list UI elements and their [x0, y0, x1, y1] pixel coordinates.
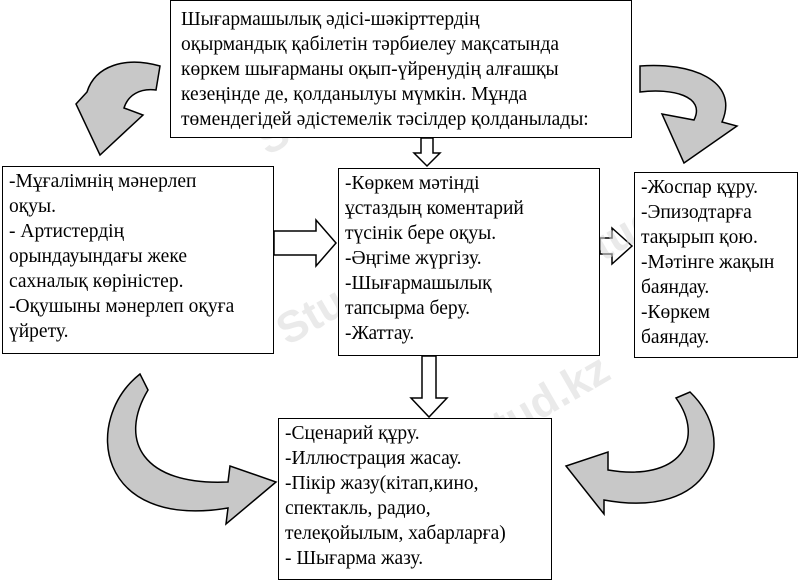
intro-line: көркем шығарманы оқып-үйренудің алғашқы	[181, 59, 559, 80]
curved-arrow-top-to-left	[75, 61, 161, 157]
center-methods-box: -Көркем мәтінді ұстаздың коментарий түсі…	[338, 168, 600, 356]
bottom-methods-box: -Сценарий құру. -Иллюстрация жасау. -Пік…	[278, 418, 552, 580]
left-line: үйрету.	[9, 321, 69, 342]
center-line: -Жаттау.	[345, 323, 415, 344]
right-line: -Көркем	[641, 302, 710, 323]
left-line: сахналық көріністер.	[9, 271, 184, 292]
center-line: -Әңгіме жүргізу.	[345, 248, 482, 269]
center-line: түсінік бере оқуы.	[345, 223, 497, 244]
right-line: -Эпизодтарға	[641, 202, 752, 223]
left-line: -Оқушыны мәнерлеп оқуға	[9, 296, 235, 317]
left-line: орындауындағы жеке	[9, 246, 187, 267]
left-line: - Артистердің	[9, 221, 125, 242]
right-methods-box: -Жоспар құру. -Эпизодтарға тақырып қою. …	[634, 172, 798, 358]
bottom-line: - Шығарма жазу.	[285, 548, 424, 569]
down-arrow-top-to-center	[412, 137, 442, 168]
down-arrow-center-to-bottom	[409, 355, 449, 419]
center-line: тапсырма беру.	[345, 298, 471, 319]
curved-arrow-top-to-right	[639, 64, 739, 165]
right-line: тақырып қою.	[641, 227, 758, 248]
bottom-line: спектакль, радио,	[285, 498, 431, 519]
left-line: -Мұғалімнің мәнерлеп	[9, 171, 197, 192]
right-arrow-left-to-center	[273, 217, 337, 269]
bottom-line: -Пікір жазу(кітап,кино,	[285, 473, 479, 494]
bottom-line: -Иллюстрация жасау.	[285, 448, 462, 469]
intro-line: оқырмандық қабілетін тәрбиелеу мақсатынд…	[181, 34, 560, 55]
right-line: баяндау.	[641, 277, 710, 298]
intro-text-box: Шығармашылық әдісі-шәкірттердің оқырманд…	[170, 0, 632, 138]
right-line: -Жоспар құру.	[641, 177, 758, 198]
intro-line: Шығармашылық әдісі-шәкірттердің	[181, 9, 480, 30]
right-line: -Мәтінге жақын	[641, 252, 775, 273]
right-arrow-center-to-right	[599, 226, 634, 266]
curved-arrow-right-to-bottom	[564, 391, 715, 517]
left-line: оқуы.	[9, 196, 56, 217]
left-methods-box: -Мұғалімнің мәнерлеп оқуы. - Артистердің…	[2, 166, 274, 354]
intro-line: төмендегідей әдістемелік тәсілдер қолдан…	[181, 109, 589, 130]
bottom-line: телеқойылым, хабарларға)	[285, 523, 506, 544]
intro-line: кезеңінде де, қолданылуы мүмкін. Мұнда	[181, 84, 528, 105]
center-line: -Көркем мәтінді	[345, 173, 480, 194]
right-line: баяндау.	[641, 327, 710, 348]
bottom-line: -Сценарий құру.	[285, 423, 420, 444]
center-line: -Шығармашылық	[345, 273, 492, 294]
center-line: ұстаздың коментарий	[345, 198, 524, 219]
curved-arrow-left-to-bottom	[106, 372, 278, 526]
